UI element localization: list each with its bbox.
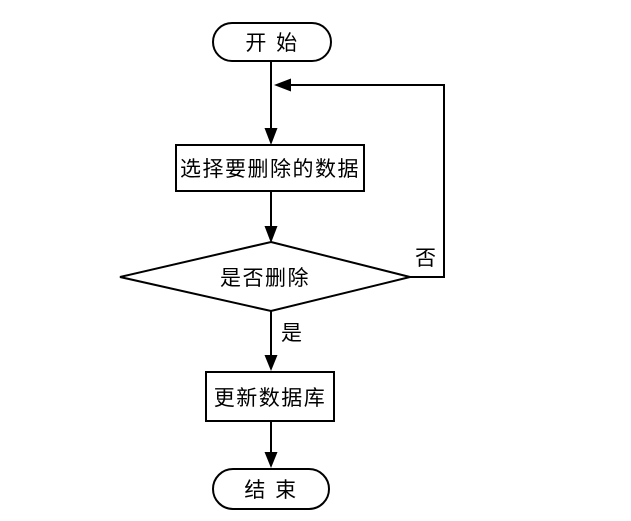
arrowhead-into-update (264, 355, 278, 371)
end-node: 结 束 (212, 468, 330, 510)
arrowhead-no-loop (274, 78, 291, 92)
update-database-process-label: 更新数据库 (213, 385, 327, 410)
arrowhead-into-end (264, 452, 278, 468)
end-node-label: 结 束 (244, 478, 298, 502)
decision-node: 是否删除 (120, 243, 410, 310)
arrowhead-into-decision (264, 226, 278, 243)
select-data-process-label: 选择要删除的数据 (180, 157, 360, 181)
no-branch-label: 否 (415, 246, 436, 270)
select-data-process-node: 选择要删除的数据 (175, 144, 365, 192)
yes-branch-label: 是 (281, 321, 302, 345)
arrowhead-into-select (264, 128, 278, 145)
start-node-label: 开 始 (245, 31, 299, 55)
update-database-process-node: 更新数据库 (205, 371, 335, 422)
connector-no-loop (290, 84, 445, 278)
start-node: 开 始 (212, 22, 332, 62)
decision-node-label: 是否删除 (220, 265, 310, 290)
